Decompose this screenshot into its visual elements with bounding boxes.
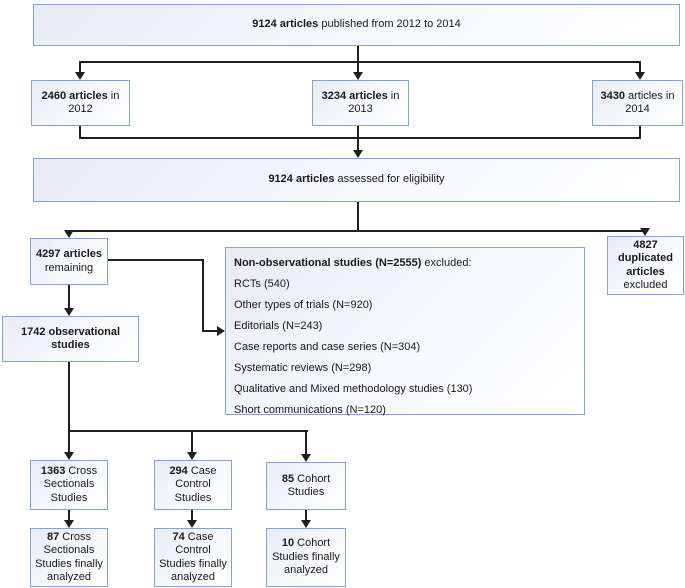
- box-published-total: 9124 articles published from 2012 to 201…: [33, 4, 680, 46]
- connector-years-horizontal: [79, 61, 641, 63]
- arrowhead-into-cohort: [301, 454, 311, 462]
- connector-cross-final-stub: [68, 510, 70, 521]
- connector-case-final-stub: [191, 510, 193, 521]
- box-duplicated-excluded: 4827 duplicated articles excluded: [607, 236, 684, 295]
- connector-split-horizontal: [68, 230, 646, 232]
- connector-remaining-down: [68, 285, 70, 309]
- exclusion-item-qualitative-mixed: Qualitative and Mixed methodology studie…: [234, 383, 473, 395]
- connector-exclusion-vertical: [202, 259, 204, 332]
- box-articles-2012-text: 2460 articles in 2012: [41, 89, 120, 116]
- box-articles-remaining: 4297 articles remaining: [30, 238, 108, 285]
- arrowhead-into-cross-sectional: [64, 452, 74, 460]
- box-cross-sectional: 1363 Cross Sectionals Studies: [30, 460, 108, 510]
- connector-studies-horizontal: [68, 430, 308, 432]
- exclusion-item-other-trials: Other types of trials (N=920): [234, 299, 373, 311]
- arrowhead-into-observational: [64, 308, 74, 316]
- connector-2013-down: [357, 126, 359, 151]
- connector-2014-stub: [639, 61, 641, 73]
- box-cohort-text: 85 Cohort Studies: [281, 472, 331, 499]
- arrowhead-into-case-final: [187, 520, 197, 528]
- connector-cohort-final-stub: [305, 510, 307, 521]
- arrowhead-into-eligibility: [353, 150, 363, 158]
- exclusion-item-short-communications: Short communications (N=120): [234, 404, 386, 416]
- connector-cohort-stub: [305, 430, 307, 455]
- box-observational-studies-text: 1742 observational studies: [20, 325, 121, 352]
- box-articles-2013-text: 3234 articles in 2013: [321, 89, 400, 116]
- box-case-control-final-text: 74 Case Control Studies finally analyzed: [159, 530, 227, 584]
- box-articles-2014-text: 3430 articles in 2014: [600, 89, 675, 116]
- box-assessed-eligibility-text: 9124 articles assessed for eligibility: [268, 173, 445, 186]
- box-duplicated-excluded-text: 4827 duplicated articles excluded: [617, 238, 673, 292]
- exclusion-item-rcts: RCTs (540): [234, 278, 290, 290]
- exclusion-header: Non-observational studies (N=2555) exclu…: [234, 257, 472, 269]
- box-cross-sectional-text: 1363 Cross Sectionals Studies: [40, 464, 98, 504]
- connector-observational-down: [68, 362, 70, 432]
- box-observational-studies: 1742 observational studies: [2, 316, 139, 362]
- connector-2012-stub: [79, 61, 81, 73]
- connector-cross-stub: [68, 430, 70, 453]
- box-articles-2014: 3430 articles in 2014: [592, 80, 683, 126]
- box-case-control: 294 Case Control Studies: [154, 460, 232, 510]
- box-cohort: 85 Cohort Studies: [266, 462, 346, 510]
- box-published-total-text: 9124 articles published from 2012 to 201…: [252, 18, 461, 31]
- box-cohort-final-text: 10 Cohort Studies finally analyzed: [272, 537, 340, 577]
- arrowhead-into-exclusion: [217, 326, 225, 336]
- arrowhead-into-2013: [353, 72, 363, 80]
- arrowhead-into-2012: [75, 72, 85, 80]
- arrowhead-into-cross-final: [64, 520, 74, 528]
- box-articles-2013: 3234 articles in 2013: [312, 80, 409, 126]
- connector-published-down: [357, 46, 359, 63]
- box-case-control-text: 294 Case Control Studies: [169, 464, 217, 504]
- arrowhead-into-cohort-final: [301, 520, 311, 528]
- arrowhead-into-remaining: [64, 230, 74, 238]
- connector-2012-down: [79, 126, 81, 139]
- exclusion-item-systematic-reviews: Systematic reviews (N=298): [234, 362, 372, 374]
- box-articles-2012: 2460 articles in 2012: [31, 80, 130, 126]
- connector-case-stub: [191, 430, 193, 453]
- arrowhead-into-2014: [635, 72, 645, 80]
- connector-2014-down: [639, 126, 641, 139]
- exclusion-item-case-reports: Case reports and case series (N=304): [234, 341, 421, 353]
- connector-exclusion-horizontal2: [202, 330, 217, 332]
- box-cohort-final: 10 Cohort Studies finally analyzed: [266, 528, 346, 587]
- box-non-observational-excluded: Non-observational studies (N=2555) exclu…: [225, 247, 585, 416]
- connector-merge-horizontal: [79, 137, 641, 139]
- exclusion-item-editorials: Editorials (N=243): [234, 320, 323, 332]
- arrowhead-into-duplicated: [640, 228, 650, 236]
- box-cross-sectional-final: 87 Cross Sectionals Studies finally anal…: [30, 528, 108, 587]
- box-assessed-eligibility: 9124 articles assessed for eligibility: [33, 158, 680, 202]
- arrowhead-into-case-control: [187, 452, 197, 460]
- connector-exclusion-horizontal1: [108, 259, 204, 261]
- box-articles-remaining-text: 4297 articles remaining: [35, 248, 103, 274]
- box-case-control-final: 74 Case Control Studies finally analyzed: [154, 528, 232, 587]
- connector-eligibility-down: [357, 202, 359, 232]
- connector-2013-stub: [357, 61, 359, 73]
- box-cross-sectional-final-text: 87 Cross Sectionals Studies finally anal…: [35, 530, 103, 584]
